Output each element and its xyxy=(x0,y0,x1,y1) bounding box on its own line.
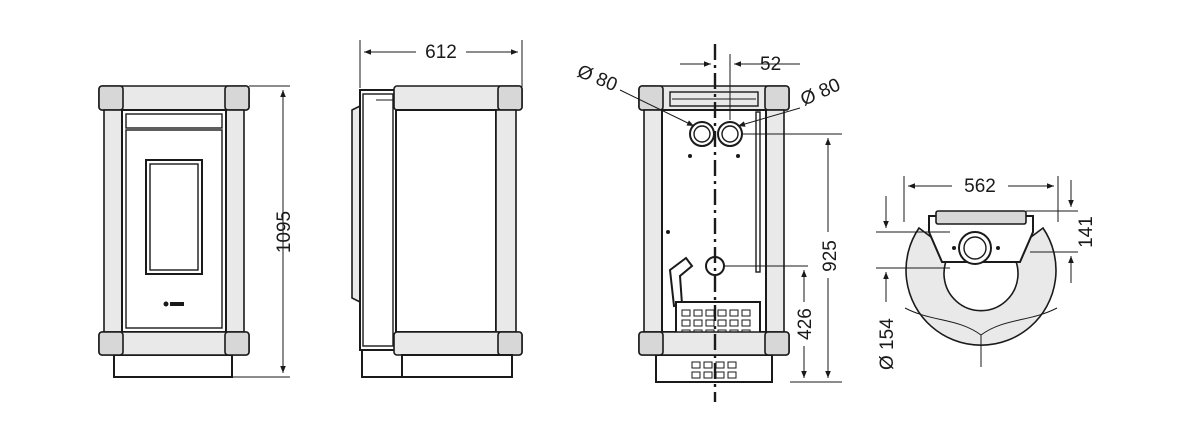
height-total-label: 1095 xyxy=(274,211,295,253)
width-dimension: 612 xyxy=(359,40,523,88)
back-view-dimensions: 52 Ø 80 Ø 80 925 426 xyxy=(574,54,844,383)
height-dimension: 1095 xyxy=(232,85,295,378)
top-view-dimensions: 562 141 Ø 154 xyxy=(876,176,1097,370)
top-offset-label: 141 xyxy=(1076,216,1097,248)
flue-diameter-left-label: Ø 80 xyxy=(574,61,620,96)
inlet-diameter-label: Ø 154 xyxy=(877,318,898,370)
depth-label: 562 xyxy=(964,176,996,197)
top-view xyxy=(904,210,1058,367)
width-top-label: 612 xyxy=(425,42,457,63)
side-view xyxy=(351,85,523,378)
inlet-height-label: 426 xyxy=(795,308,816,340)
back-view xyxy=(638,44,808,402)
flue-diameter-right-label: Ø 80 xyxy=(797,75,843,111)
flue-height-label: 925 xyxy=(820,240,841,272)
flue-offset-label: 52 xyxy=(760,54,781,75)
front-view xyxy=(98,85,250,378)
